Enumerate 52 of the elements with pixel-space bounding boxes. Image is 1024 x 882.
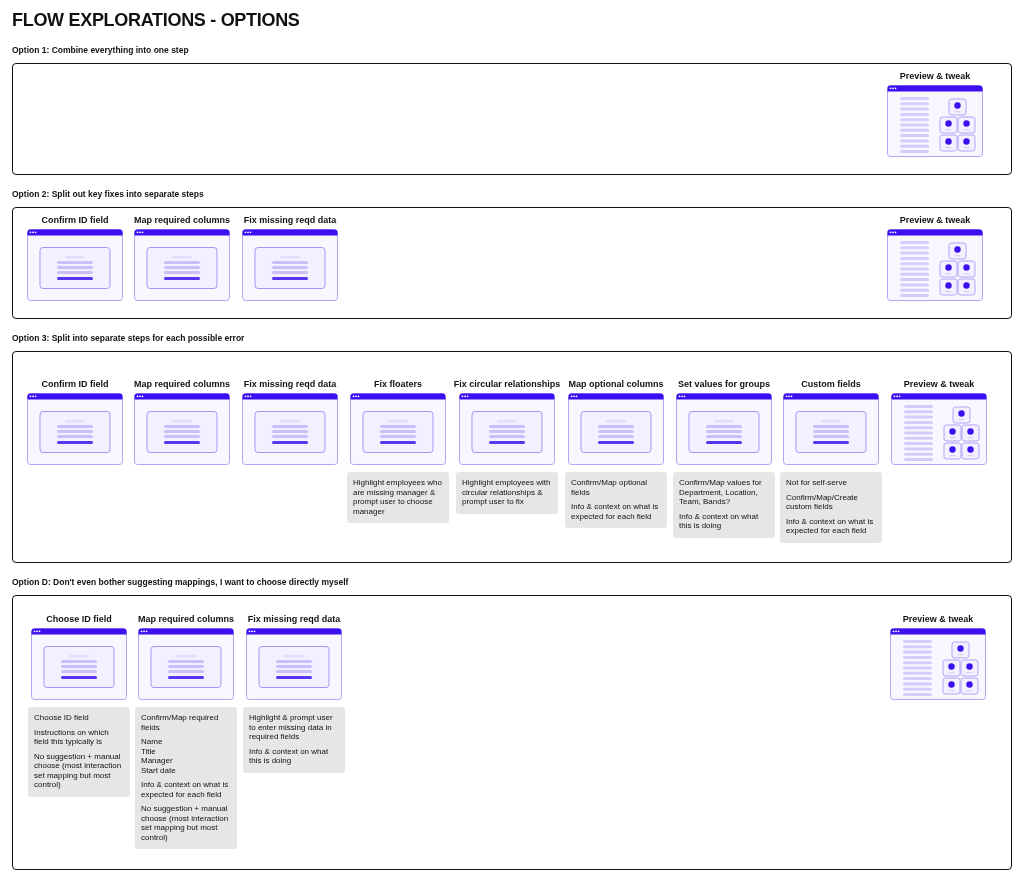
note-text: Info & context on what this is doing	[679, 511, 760, 531]
step-title: Fix floaters	[374, 378, 422, 390]
note-card	[243, 707, 345, 773]
option-heading: Option 2: Split out key fixes into separate steps	[12, 188, 204, 200]
note-card	[347, 472, 449, 523]
note-text: Info & context on what is expected for each field	[141, 780, 230, 799]
note-text: Confirm/Map required fields	[141, 713, 220, 732]
step-title: Preview & tweak	[903, 378, 975, 390]
note-text: Confirm/Map optional fields	[571, 478, 649, 497]
note-text: Highlight & prompt user to enter missing data in required fields	[249, 713, 334, 742]
note-text: Manager	[141, 756, 174, 766]
note-card	[565, 472, 667, 528]
step-title: Preview & tweak	[902, 613, 974, 625]
option-heading: Option 1: Combine everything into one step	[12, 44, 189, 56]
note-text: Not for self-serve	[786, 478, 848, 488]
note-text: Choose ID field	[34, 713, 90, 723]
note-text: Highlight employees with circular relationships & prompt user to fix	[462, 478, 552, 507]
step-title: Preview & tweak	[899, 70, 971, 82]
step-title: Map required columns	[134, 214, 230, 226]
note-text: Title	[141, 746, 157, 756]
step-title: Fix circular relationships	[453, 378, 561, 390]
note-card	[780, 472, 882, 543]
note-text: Instructions on which field this typically is	[34, 727, 110, 747]
step-title: Map required columns	[138, 613, 234, 625]
note-card	[28, 707, 130, 797]
step-title: Preview & tweak	[899, 214, 971, 226]
note-text: No suggestion + manual choose (most interaction set mapping but most control)	[141, 804, 230, 842]
step-title: Confirm ID field	[41, 378, 109, 390]
step-title: Confirm ID field	[41, 214, 109, 226]
note-text: Confirm/Map/Create custom fields	[786, 492, 860, 512]
step-title: Set values for groups	[678, 378, 770, 390]
step-title: Custom fields	[801, 378, 861, 390]
step-title: Fix missing reqd data	[243, 214, 337, 226]
note-text: Highlight employees who are missing manager & prompt user to choose manager	[353, 478, 443, 516]
step-title: Map required columns	[134, 378, 230, 390]
note-card	[456, 472, 558, 514]
step-title: Choose ID field	[46, 613, 112, 625]
note-text: Name	[141, 737, 164, 747]
step-title: Fix missing reqd data	[243, 378, 337, 390]
note-text: Start date	[141, 765, 177, 775]
note-text: Confirm/Map values for Department, Location, Team, Bands?	[679, 478, 763, 507]
step-title: Fix missing reqd data	[247, 613, 341, 625]
note-text: Info & context on what this is doing	[249, 746, 330, 766]
note-text: Info & context on what is expected for each field	[571, 502, 660, 521]
step-title: Map optional columns	[568, 378, 664, 390]
note-text: No suggestion + manual choose (most interaction set mapping but most control)	[34, 751, 123, 790]
option-heading: Option D: Don't even bother suggesting mappings, I want to choose directly myself	[12, 576, 349, 588]
note-card	[673, 472, 775, 538]
option-heading: Option 3: Split into separate steps for each possible error	[12, 332, 245, 344]
note-card	[135, 707, 237, 849]
page-title: FLOW EXPLORATIONS - OPTIONS	[12, 9, 300, 32]
note-text: Info & context on what is expected for each field	[786, 516, 875, 536]
